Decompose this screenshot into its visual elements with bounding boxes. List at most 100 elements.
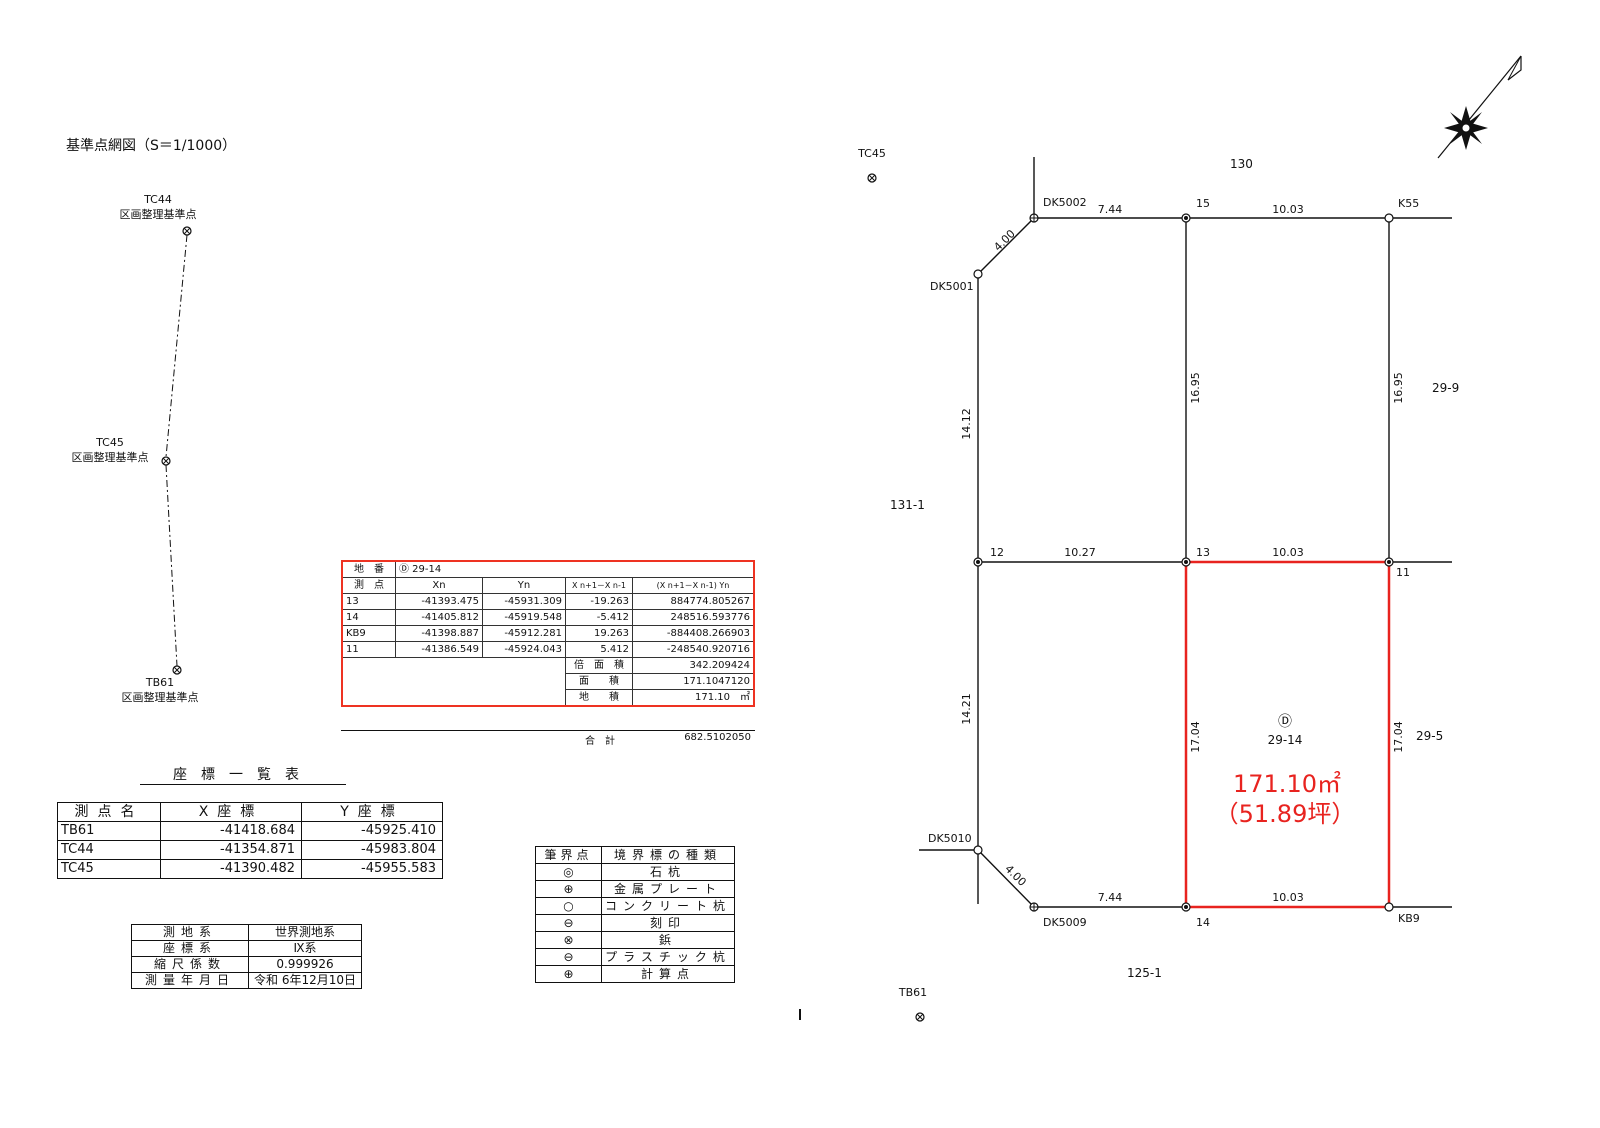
dk5010-marker-icon: [973, 845, 983, 855]
area-summary-row: 地 積 171.10 ㎡: [342, 689, 755, 707]
table-row: TC44 -41354.871 -45983.804: [57, 840, 443, 860]
coord-cell: TC45: [57, 859, 161, 879]
area-cell: -41405.812: [395, 609, 483, 626]
area-table-column-row: 測 点 Xn Yn X n+1－X n-1 (X n+1－X n-1) Yn: [341, 577, 755, 594]
p11-label: 11: [1396, 566, 1410, 579]
table-row: TC45 -41390.482 -45955.583: [57, 859, 443, 879]
legend-symbol-icon: ⊗: [535, 931, 602, 949]
coord-cell: -45925.410: [301, 821, 443, 841]
dk5001-label: DK5001: [930, 280, 974, 293]
dim-target-left: 17.04: [1189, 721, 1202, 753]
boundary-marker-legend: 筆界点 境界標の種類 ◎石杭 ⊕金属プレート ○コンクリート杭 ⊖刻印 ⊗鋲 ⊖…: [535, 846, 736, 983]
tb61-control-icon: [915, 1012, 925, 1022]
tc45-control-icon: [867, 173, 877, 183]
list-item: ◎石杭: [535, 863, 736, 881]
dk5009-label: DK5009: [1043, 916, 1087, 929]
p12-label: 12: [990, 546, 1004, 559]
dk5010-label: DK5010: [928, 832, 972, 845]
north-arrow-icon: [1437, 55, 1522, 159]
coord-list-table: 測点名 X座標 Y座標 TB61 -41418.684 -45925.410 T…: [57, 802, 443, 879]
area-cell: 884774.805267: [632, 593, 755, 610]
area-table-parcel: Ⓓ 29-14: [395, 560, 755, 578]
area-blank-cell: [341, 657, 566, 706]
coord-header: X座標: [160, 802, 302, 822]
area-cell: -41393.475: [395, 593, 483, 610]
legend-name: 鋲: [600, 931, 736, 949]
coord-cell: TC44: [57, 840, 161, 860]
area-cell: 5.412: [565, 641, 633, 658]
dk5002-label: DK5002: [1043, 196, 1087, 209]
info-key: 座標系: [131, 940, 249, 957]
coord-cell: -45955.583: [301, 859, 443, 879]
p15-marker-icon: [1181, 213, 1191, 223]
area-summary-row: 面 積 171.1047120: [342, 673, 755, 690]
dim-left-lower: 14.21: [960, 693, 973, 725]
legend-name: プラスチック杭: [600, 948, 736, 966]
area-total-value: 682.5102050: [684, 732, 751, 743]
dk5001-marker-icon: [973, 269, 983, 279]
area-col-yn: Yn: [482, 577, 566, 594]
network-line-tc44-tc45: [165, 234, 188, 458]
network-tc44-label: TC44: [143, 193, 172, 206]
dim-mid-right: 10.03: [1272, 546, 1304, 559]
legend-symbol-icon: ◎: [535, 863, 602, 881]
target-area-m2: 171.10㎡: [1233, 770, 1341, 798]
network-title: 基準点網図（S＝1/1000）: [66, 137, 236, 154]
info-value: 令和 6年12月10日: [248, 972, 362, 989]
area-col-point: 測 点: [341, 577, 396, 594]
info-value: 0.999926: [248, 956, 362, 973]
legend-symbol-icon: ⊖: [535, 948, 602, 966]
area-summary-value: 342.209424: [632, 657, 755, 674]
p14-label: 14: [1196, 916, 1210, 929]
network-tc45-label: TC45: [95, 436, 124, 449]
network-tc44-marker-icon: [182, 226, 192, 236]
legend-header-row: 筆界点 境界標の種類: [535, 846, 736, 864]
area-cell: -41398.887: [395, 625, 483, 642]
info-value: 世界測地系: [248, 924, 362, 941]
area-summary-label: 面 積: [565, 673, 633, 690]
dk5002-marker-icon: [1029, 213, 1039, 223]
area-cell: 19.263: [565, 625, 633, 642]
dim-mid-left: 10.27: [1064, 546, 1096, 559]
area-summary-row: 倍 面 積 342.209424: [341, 657, 755, 706]
info-key: 縮尺係数: [131, 956, 249, 973]
table-row: 13 -41393.475 -45931.309 -19.263 884774.…: [341, 593, 755, 610]
area-col-xn: Xn: [395, 577, 483, 594]
area-cell: 13: [341, 593, 396, 610]
bottom-chamfer: [977, 849, 1035, 908]
area-col-xdiff: X n+1－X n-1: [565, 577, 633, 594]
list-item: ○コンクリート杭: [535, 897, 736, 915]
dim-chamfer-top: 4.00: [991, 227, 1018, 254]
coord-cell: -41418.684: [160, 821, 302, 841]
dim-chamfer-bottom: 4.00: [1002, 862, 1029, 889]
kb9-label: KB9: [1398, 912, 1420, 925]
area-cell: -884408.266903: [632, 625, 755, 642]
area-cell: -45931.309: [482, 593, 566, 610]
area-cell: -45912.281: [482, 625, 566, 642]
target-parcel-symbol: Ⓓ: [1278, 714, 1292, 730]
area-calculation-table: 地 番 Ⓓ 29-14 測 点 Xn Yn X n+1－X n-1 (X n+1…: [341, 560, 755, 707]
info-key: 測量年月日: [131, 972, 249, 989]
dim-left-upper: 14.12: [960, 408, 973, 440]
dim-top-right: 10.03: [1272, 203, 1304, 216]
target-parcel-outline: [1184, 560, 1391, 909]
coord-header: Y座標: [301, 802, 443, 822]
network-tb61-sub: 区画整理基準点: [122, 690, 199, 704]
table-row: TB61 -41418.684 -45925.410: [57, 821, 443, 841]
area-total-label: 合 計: [585, 736, 615, 747]
top-chamfer: [977, 217, 1035, 275]
list-item: ⊕金属プレート: [535, 880, 736, 898]
legend-name: 計算点: [600, 965, 736, 983]
legend-symbol-icon: ⊕: [535, 965, 602, 983]
dimension-labels: 4.00 7.44 10.03 14.12 16.95 16.95 10.27 …: [960, 203, 1405, 904]
neighbor-east-upper: 29-9: [1432, 381, 1459, 395]
target-area-tsubo: （51.89坪）: [1215, 800, 1356, 828]
dim-bottom-left: 7.44: [1098, 891, 1123, 904]
dim-bottom-right: 10.03: [1272, 891, 1304, 904]
legend-header: 境界標の種類: [600, 846, 736, 864]
area-cell: KB9: [341, 625, 396, 642]
legend-symbol-icon: ○: [535, 897, 602, 915]
kb9-marker-icon: [1384, 902, 1394, 912]
